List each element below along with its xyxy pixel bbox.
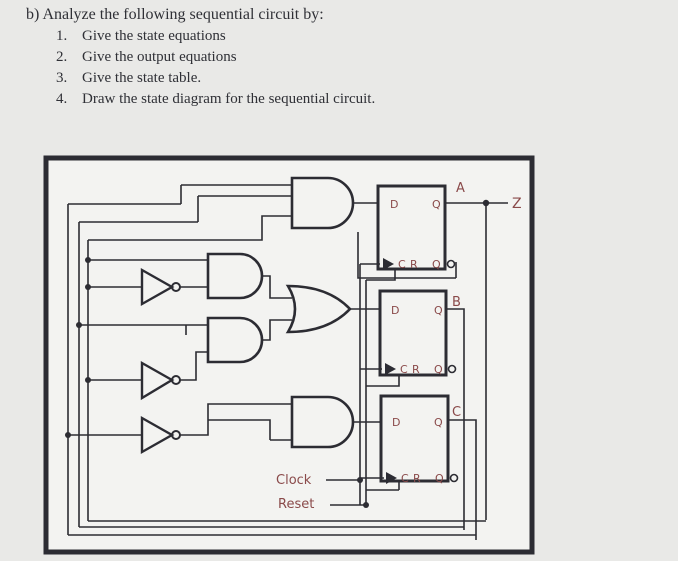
ff-a-q-label: Q xyxy=(432,198,441,211)
output-label: Z xyxy=(512,196,522,212)
ff-b-qbar-label: Q xyxy=(434,363,443,376)
diagram-frame xyxy=(43,155,535,555)
ff-c-clk-label: C xyxy=(401,472,409,485)
ff-c-d-label: D xyxy=(392,416,400,429)
ff-c-name: C xyxy=(452,405,461,420)
ff-c-reset-label: R xyxy=(413,472,421,485)
ff-a-qbar-label: Q xyxy=(432,258,441,271)
question-item: 3.Give the state table. xyxy=(56,70,202,86)
circuit-diagram: D Q C R Q A D Q C R Q B D Q C R Q C Z Cl… xyxy=(43,155,535,555)
ff-a-name: A xyxy=(456,181,465,196)
ff-b-q-label: Q xyxy=(434,304,443,317)
ff-b-name: B xyxy=(452,295,461,310)
and-gate xyxy=(290,395,355,449)
and-gate xyxy=(206,316,264,364)
flipflop-c xyxy=(379,394,450,483)
wiring xyxy=(67,184,508,540)
ff-a-d-label: D xyxy=(390,198,398,211)
question-block: b) Analyze the following sequential circ… xyxy=(26,4,666,110)
qbar-bubbles xyxy=(446,259,459,483)
question-list: 1.Give the state equations 2.Give the ou… xyxy=(26,26,666,110)
and-gate xyxy=(206,252,264,300)
ff-b-d-label: D xyxy=(391,304,399,317)
question-item: 4.Draw the state diagram for the sequent… xyxy=(56,91,376,107)
ff-c-q-label: Q xyxy=(434,416,443,429)
clock-label: Clock xyxy=(276,473,312,488)
question-heading: b) Analyze the following sequential circ… xyxy=(26,6,324,23)
ff-a-clk-label: C xyxy=(398,258,406,271)
ff-b-reset-label: R xyxy=(412,363,420,376)
clock-markers xyxy=(383,258,397,484)
reset-label: Reset xyxy=(278,497,314,512)
ff-b-clk-label: C xyxy=(400,363,408,376)
flipflop-a xyxy=(376,184,447,271)
and-gate xyxy=(290,176,355,230)
flipflop-b xyxy=(378,289,448,377)
question-item: 2.Give the output equations xyxy=(56,49,237,65)
junction-dots xyxy=(65,199,490,508)
question-item: 1.Give the state equations xyxy=(56,28,226,44)
or-gate xyxy=(285,284,352,334)
ff-c-qbar-label: Q xyxy=(435,472,444,485)
ff-a-reset-label: R xyxy=(410,258,418,271)
